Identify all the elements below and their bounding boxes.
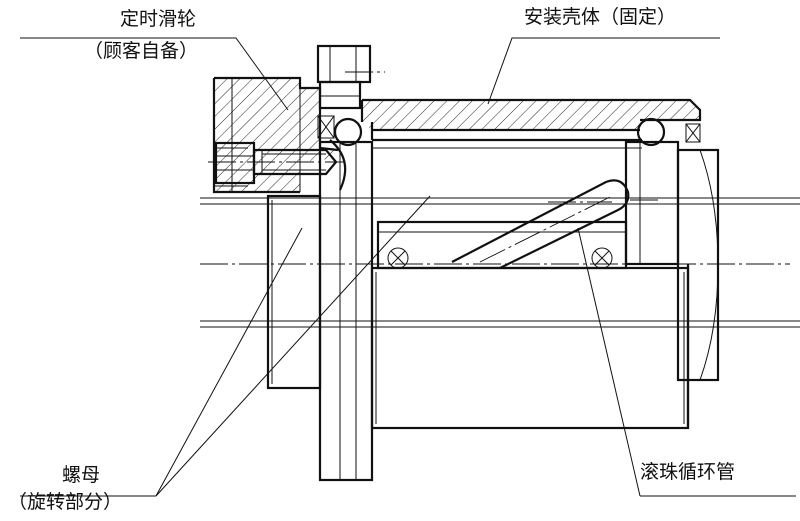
- timing-pulley: [212, 76, 339, 194]
- label-nut-note: （旋转部分）: [8, 491, 123, 513]
- label-timing-pulley-note: （顾客自备）: [84, 40, 199, 62]
- label-mounting-housing: 安装壳体（固定）: [524, 6, 677, 28]
- recirculation-tube: [451, 179, 630, 269]
- leader-lines: [20, 37, 796, 497]
- top-screw: [316, 44, 372, 110]
- center-lines: [200, 71, 790, 265]
- tube-screws: [387, 247, 613, 269]
- clamp-bolt: [208, 141, 344, 185]
- return-tube-plate: [376, 220, 628, 270]
- label-nut: 螺母: [62, 464, 101, 486]
- seals: [317, 115, 701, 143]
- nut-body: [266, 139, 720, 482]
- screw-shaft: [200, 197, 800, 328]
- label-ball-return-tube: 滚珠循环管: [640, 461, 736, 483]
- mounting-housing: [360, 98, 702, 149]
- bearing-balls: [333, 117, 666, 147]
- label-timing-pulley: 定时滑轮: [120, 8, 197, 30]
